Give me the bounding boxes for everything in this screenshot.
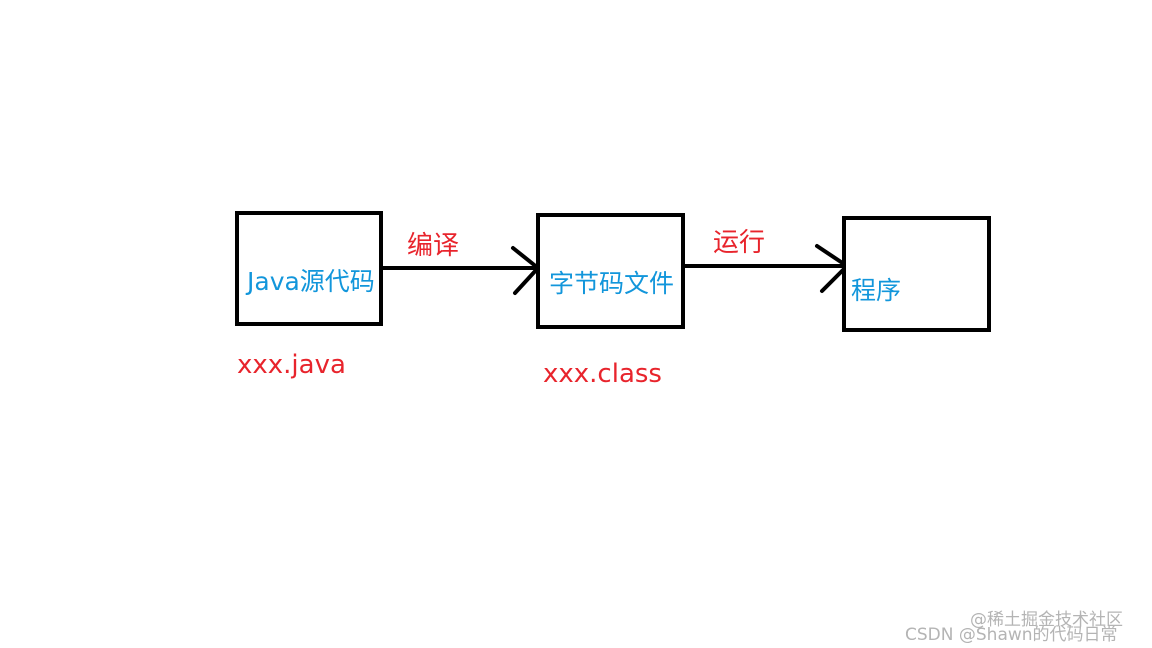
arrow-compile (381, 246, 540, 295)
file-label-class: xxx.class (543, 359, 662, 389)
file-label-java: xxx.java (237, 350, 346, 380)
node-java-source-label: Java源代码 (247, 267, 375, 296)
arrow-compile-head (511, 246, 540, 295)
edge-run-label: 运行 (713, 228, 766, 258)
watermark-juejin: @稀土掘金技术社区 (970, 610, 1123, 630)
node-program-label: 程序 (851, 276, 902, 305)
watermark-csdn: CSDN @Shawn的代码日常 (905, 625, 1118, 645)
node-program (842, 216, 991, 332)
node-bytecode-label: 字节码文件 (549, 269, 675, 298)
node-bytecode (536, 213, 685, 329)
edge-compile-label: 编译 (407, 231, 460, 261)
node-java-source (235, 211, 383, 326)
